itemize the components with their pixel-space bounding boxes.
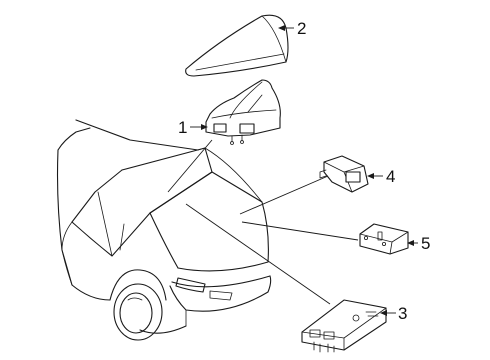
- callout-4: 4: [367, 167, 395, 186]
- amplifier-module: [319, 155, 369, 193]
- control-module: [359, 223, 409, 255]
- callout-1-label: 1: [178, 118, 187, 137]
- callout-3: 3: [380, 304, 407, 323]
- callout-1: 1: [178, 118, 208, 137]
- callout-2-label: 2: [297, 19, 306, 38]
- callout-3-label: 3: [398, 304, 407, 323]
- callout-2: 2: [278, 19, 306, 38]
- antenna-module: [205, 79, 281, 145]
- callout-5: 5: [407, 234, 430, 253]
- callout-4-label: 4: [386, 167, 395, 186]
- antenna-cover: [185, 14, 289, 77]
- callout-5-label: 5: [421, 234, 430, 253]
- receiver-unit: [301, 299, 387, 353]
- vehicle-outline: [56, 119, 272, 341]
- leader-lines: [167, 139, 359, 305]
